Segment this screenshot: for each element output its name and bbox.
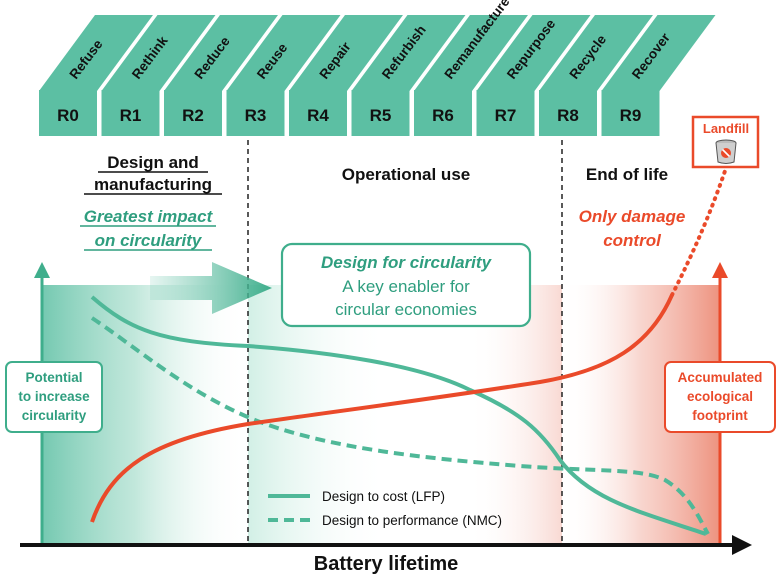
r-banner-refuse (39, 15, 153, 91)
curve-design-to-cost (90, 295, 707, 536)
phase-operational: Operational use (342, 165, 470, 184)
left-box-frame (5, 361, 103, 433)
r-code-r2: R2 (182, 106, 204, 125)
r-banner-rethink (101, 15, 216, 91)
legend-solid-label: Design to cost (LFP) (322, 489, 445, 504)
r-banner-reuse (226, 15, 341, 91)
r-box-r6 (414, 90, 472, 136)
callout-greatest-impact-1: Greatest impact (84, 207, 214, 226)
right-box-frame (664, 361, 776, 433)
callout-only-damage-2: control (603, 231, 662, 250)
trash-bin-icon (715, 139, 737, 164)
r-banner-remanufacture (414, 15, 528, 91)
center-box-line3: circular economies (335, 300, 477, 319)
phase-end-of-life: End of life (586, 165, 668, 184)
accumulated-footprint-box: Accumulated ecological footprint (664, 361, 776, 433)
r-banner-repurpose (476, 15, 591, 91)
potential-circularity-box: Potential to increase circularity (5, 361, 103, 433)
left-box-line3: circularity (22, 408, 87, 423)
landfill-dotted-path (670, 166, 728, 297)
r-code-r3: R3 (245, 106, 267, 125)
curve-design-to-performance (90, 316, 710, 535)
r-box-r8 (539, 90, 597, 136)
r-code-r5: R5 (370, 106, 392, 125)
r-code-r8: R8 (557, 106, 579, 125)
center-box-frame (280, 242, 532, 328)
x-axis-label: Battery lifetime (314, 553, 459, 575)
r-box-r1 (101, 90, 160, 136)
right-box-line1: Accumulated (678, 370, 763, 385)
r-box-r5 (351, 90, 410, 136)
r-banner-recycle (539, 15, 653, 91)
right-box-line2: ecological (687, 389, 753, 404)
left-box-line1: Potential (25, 370, 82, 385)
direction-arrow-icon (150, 262, 272, 314)
r-banner-refurbish (351, 15, 466, 91)
r-code-r7: R7 (495, 106, 517, 125)
phase-design-line1: Design and (107, 153, 199, 172)
r-box-r9 (601, 90, 660, 136)
r-code-r9: R9 (620, 106, 642, 125)
y-axis-right-arrowhead (712, 262, 728, 278)
legend: Design to cost (LFP) Design to performan… (268, 489, 502, 528)
r-box-r4 (289, 90, 347, 136)
r-code-r6: R6 (432, 106, 454, 125)
r-code-r0: R0 (57, 106, 79, 125)
center-box-line2: A key enabler for (342, 277, 470, 296)
callout-only-damage-1: Only damage (579, 207, 686, 226)
left-box-line2: to increase (18, 389, 90, 404)
r-strategy-row: R0RefuseR1RethinkR2ReduceR3ReuseR4Repair… (39, 0, 716, 136)
landfill-label: Landfill (703, 121, 749, 136)
x-axis-arrowhead (732, 535, 752, 555)
r-banner-repair (289, 15, 403, 91)
design-for-circularity-box: Design for circularity A key enabler for… (280, 242, 532, 328)
callout-greatest-impact-2: on circularity (95, 231, 203, 250)
r-banner-recover (601, 15, 716, 91)
r-box-r2 (164, 90, 222, 136)
r-box-r3 (226, 90, 285, 136)
curve-ecological-footprint (90, 294, 674, 523)
r-code-r1: R1 (120, 106, 142, 125)
right-box-line3: footprint (692, 408, 748, 423)
landfill-box: Landfill (691, 115, 760, 169)
y-axis-left-arrowhead (34, 262, 50, 278)
r-box-r0 (39, 90, 97, 136)
center-box-title: Design for circularity (321, 253, 493, 272)
r-box-r7 (476, 90, 535, 136)
r-banner-reduce (164, 15, 278, 91)
legend-dashed-label: Design to performance (NMC) (322, 513, 502, 528)
phase-design-line2: manufacturing (94, 175, 212, 194)
r-code-r4: R4 (307, 106, 329, 125)
